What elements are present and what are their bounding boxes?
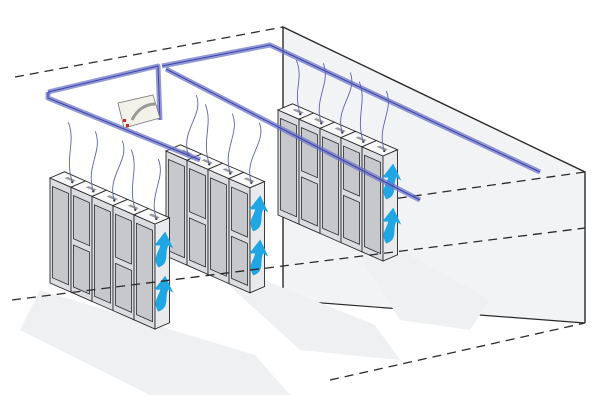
- airflow-arrow-icon: [382, 163, 402, 200]
- top-vent: [292, 108, 304, 114]
- top-vent: [376, 145, 388, 151]
- cooling-unit: [117, 94, 161, 129]
- cabinet-door-upper: [115, 213, 132, 265]
- cooling-tube: [340, 72, 353, 133]
- airflow-arrow-icon: [154, 231, 174, 268]
- airflow-arrow-icon: [249, 195, 269, 232]
- top-vent: [355, 136, 367, 142]
- cooling-tube: [318, 63, 326, 124]
- top-vent: [127, 204, 139, 210]
- row-shadow: [20, 290, 290, 395]
- cabinet-end-panel: [154, 217, 170, 330]
- top-vent: [334, 127, 346, 133]
- cabinet-door-lower: [73, 244, 90, 295]
- cabinet-end-panel: [382, 149, 398, 262]
- server-cabinet: [227, 171, 269, 294]
- server-cabinet: [48, 171, 87, 293]
- cabinet-door: [168, 158, 185, 259]
- floor-boundary-dashed: [11, 227, 586, 381]
- server-cabinet: [90, 189, 129, 312]
- cabinet-door: [94, 204, 111, 304]
- server-cabinet: [339, 130, 378, 253]
- row-middle: [164, 144, 269, 294]
- cooling-tube: [295, 59, 301, 115]
- row-back: [276, 103, 402, 262]
- cabinet-door-lower: [189, 217, 206, 268]
- overhead-duct: [45, 42, 542, 203]
- cooling-tube: [381, 90, 389, 152]
- cabinet-door-lower: [343, 194, 360, 246]
- cabinet-door-lower: [231, 235, 248, 287]
- top-vent: [64, 176, 76, 182]
- cabinet-door-upper: [189, 168, 206, 220]
- row-front: [48, 171, 174, 330]
- airflow-arrow-icon: [249, 239, 269, 276]
- cabinet-door: [280, 117, 297, 218]
- cabinet-door: [136, 222, 153, 323]
- cabinet-door-upper: [231, 186, 248, 238]
- server-cabinet: [206, 162, 245, 285]
- server-cabinet: [132, 208, 174, 330]
- mid-dashed-line: [299, 171, 586, 213]
- top-vent: [148, 213, 160, 219]
- airflow-arrow-icon: [154, 275, 174, 312]
- airflow-arrow-icon: [382, 207, 402, 244]
- duct-front-branch-edge: [47, 92, 201, 161]
- top-vent: [85, 186, 97, 191]
- duct-left-run-edge: [47, 65, 161, 121]
- top-vent: [106, 195, 118, 201]
- cooling-tube: [153, 158, 161, 220]
- cooling-tube: [186, 94, 199, 156]
- cabinet-door-lower: [115, 262, 132, 314]
- duct-middle-branch-edge: [165, 68, 421, 201]
- duct-back-run-edge: [161, 44, 541, 173]
- cooling-tubes: [67, 59, 389, 220]
- server-cabinet: [360, 140, 402, 262]
- cooling-tube: [249, 122, 262, 183]
- cooling-tube: [227, 113, 235, 174]
- cooling-tube: [130, 149, 136, 210]
- cabinet-door-upper: [343, 145, 360, 197]
- cabinet-door-upper: [301, 127, 318, 179]
- ceiling-dashed-line: [14, 26, 284, 78]
- top-vent: [313, 118, 325, 123]
- cabinet-door-lower: [301, 176, 318, 227]
- cooling-unit-coil: [130, 102, 157, 121]
- cooling-tube: [90, 131, 98, 192]
- floor-dashed-line: [11, 227, 586, 301]
- server-cabinet: [185, 153, 224, 276]
- top-vent: [243, 177, 255, 183]
- cabinet-end-panel: [249, 180, 265, 294]
- cooling-tube: [204, 104, 210, 165]
- cabinet-door: [322, 136, 339, 236]
- top-vent: [222, 168, 234, 174]
- top-vent: [201, 159, 213, 164]
- cabinet-door-upper: [73, 195, 90, 247]
- unit-indicator: [126, 124, 129, 127]
- cooling-tube: [358, 81, 364, 142]
- cooling-tube: [67, 121, 73, 183]
- floor-front-dashed-line: [329, 322, 586, 381]
- unit-indicator: [123, 119, 126, 122]
- cooling-tube: [112, 140, 125, 201]
- cabinet-door: [210, 177, 227, 277]
- cabinet-door: [52, 185, 69, 286]
